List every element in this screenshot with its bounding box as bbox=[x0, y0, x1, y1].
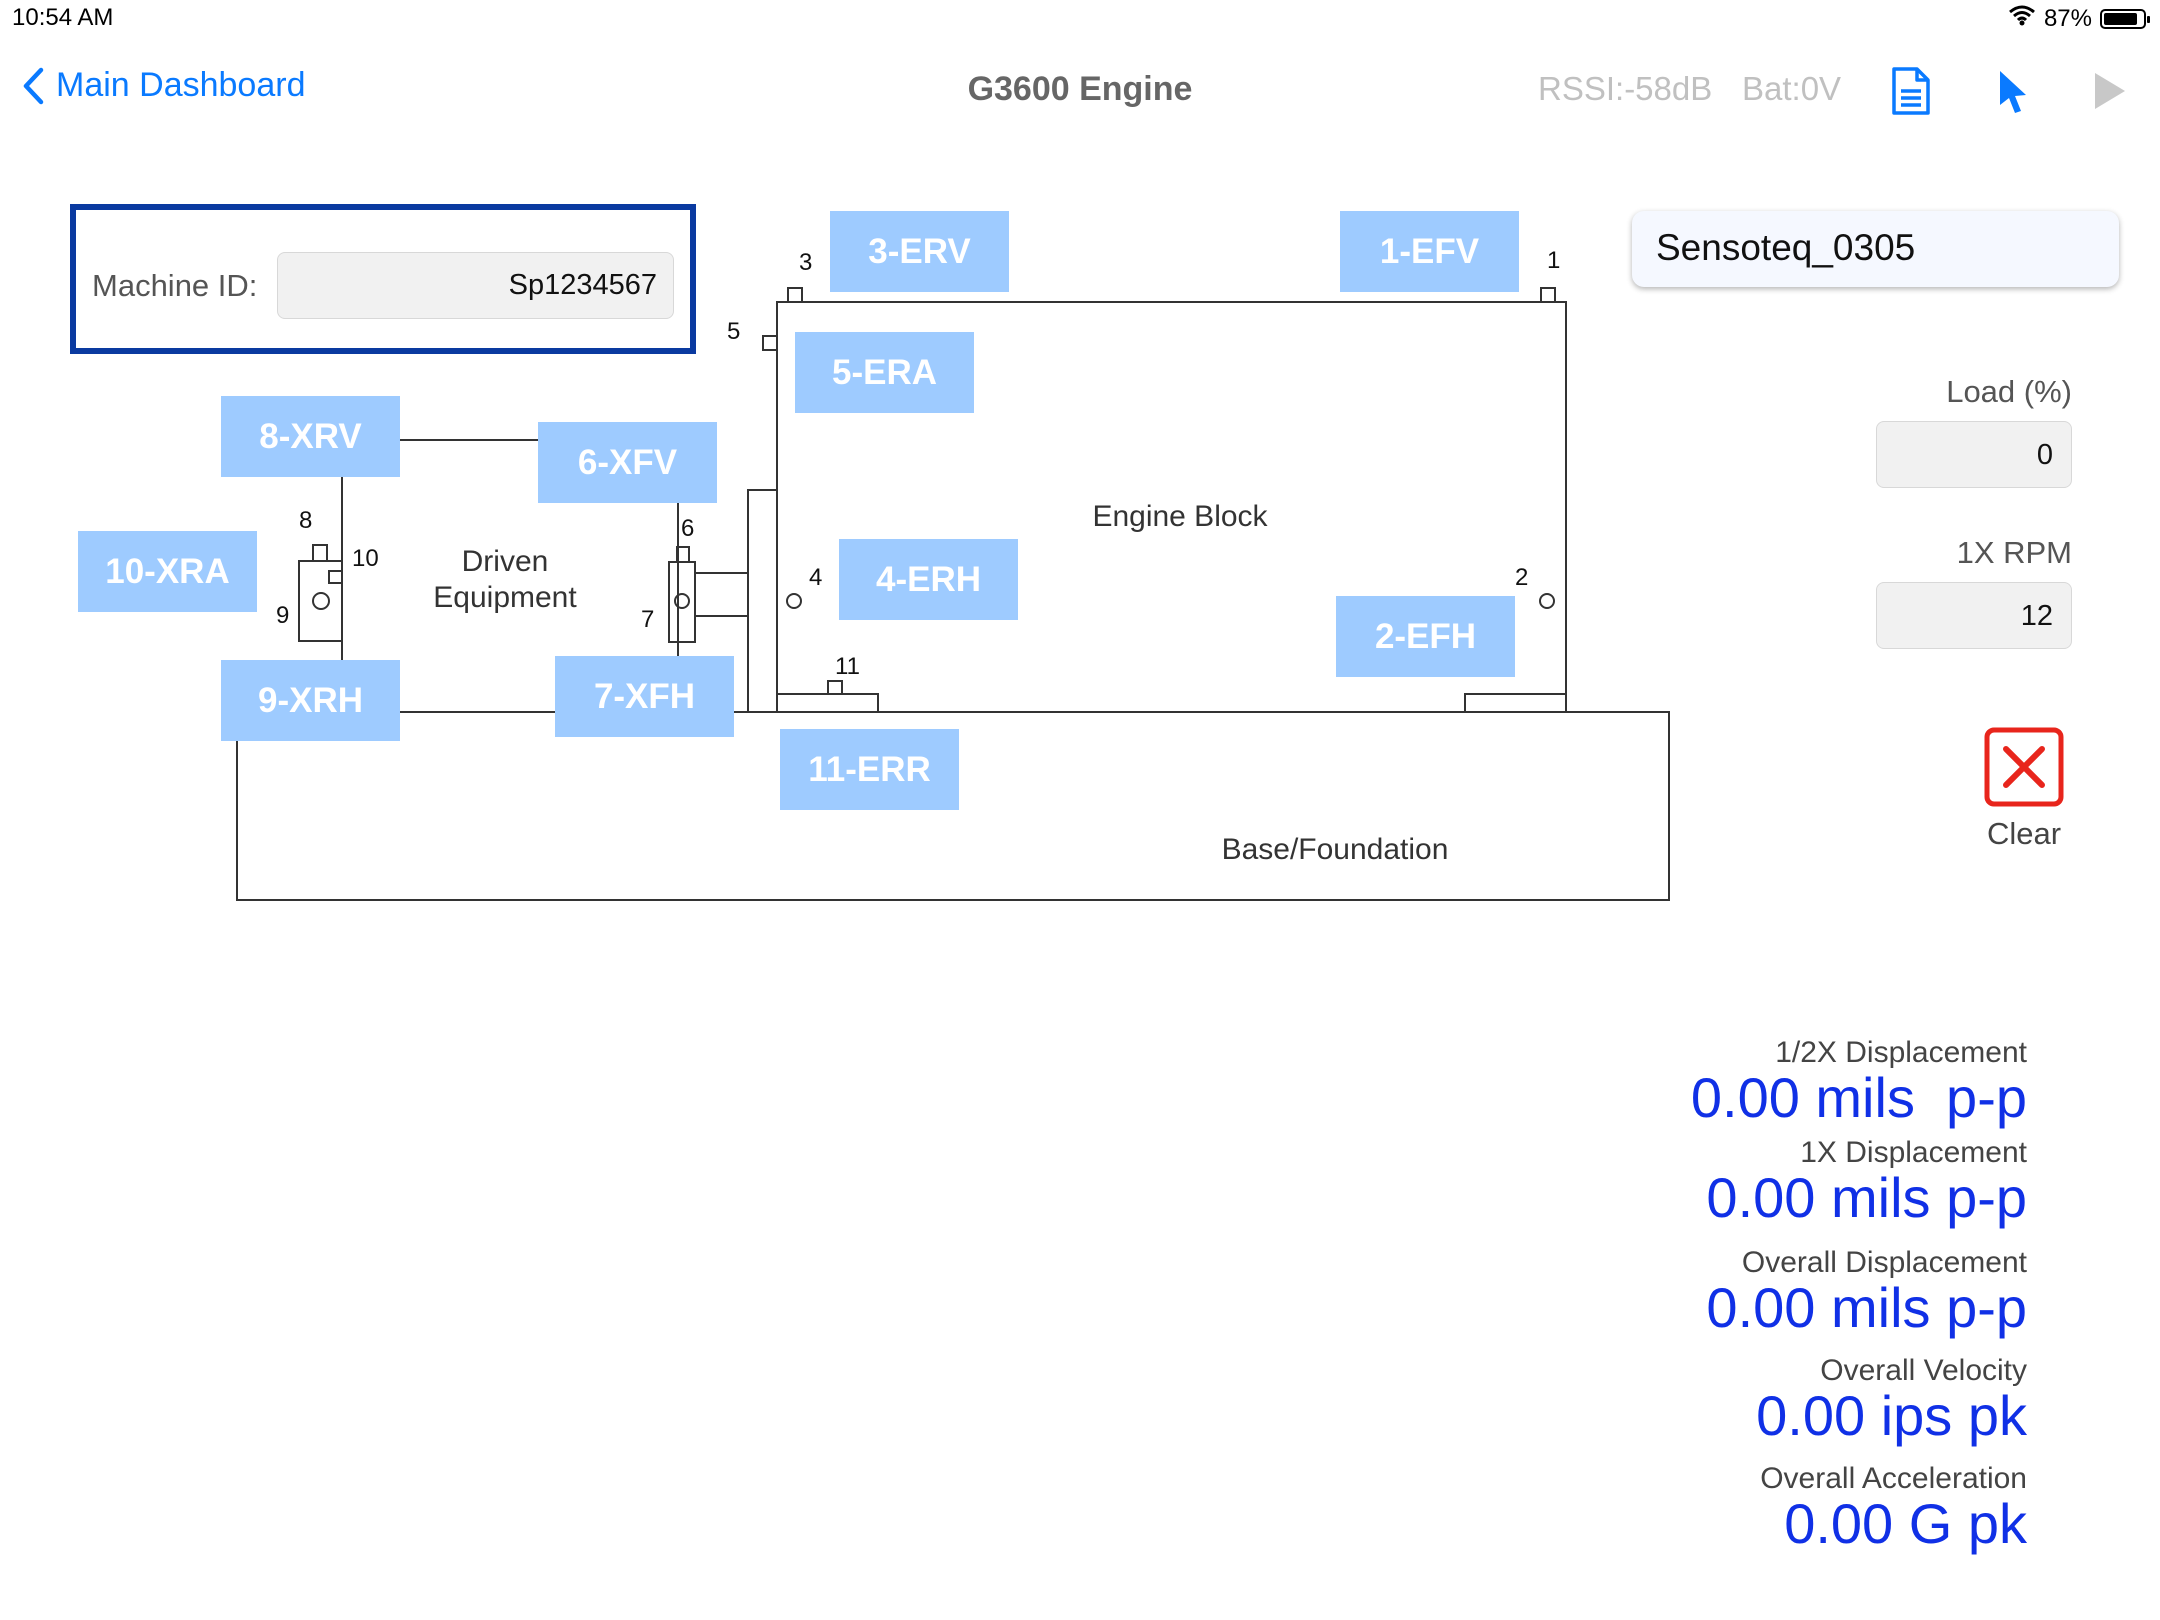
status-time: 10:54 AM bbox=[12, 4, 114, 31]
location-11-err[interactable]: 11-ERR bbox=[780, 729, 959, 810]
wifi-icon bbox=[2008, 4, 2036, 33]
location-1-efv[interactable]: 1-EFV bbox=[1340, 211, 1519, 292]
chevron-left-icon bbox=[23, 67, 44, 104]
load-input[interactable]: 0 bbox=[1876, 421, 2072, 488]
play-button[interactable] bbox=[2092, 70, 2128, 117]
document-icon bbox=[1892, 67, 1930, 115]
point-number-11: 11 bbox=[835, 653, 860, 680]
point-number-8: 8 bbox=[299, 507, 313, 534]
location-5-era[interactable]: 5-ERA bbox=[795, 332, 974, 413]
location-9-xrh[interactable]: 9-XRH bbox=[221, 660, 400, 741]
battery-percent: 87% bbox=[2043, 4, 2092, 32]
driven-equipment-label-line1: Driven bbox=[461, 545, 549, 578]
page-title: G3600 Engine bbox=[967, 70, 1193, 108]
sensor-battery-readout: Bat:0V bbox=[1742, 70, 1842, 107]
metric-value-overall-displacement: 0.00 mils p-p bbox=[1706, 1276, 2027, 1339]
report-button[interactable] bbox=[1890, 66, 1932, 121]
engine-block-label: Engine Block bbox=[1092, 500, 1268, 533]
machine-id-label: Machine ID: bbox=[92, 268, 258, 303]
select-mode-button[interactable] bbox=[1996, 68, 2030, 121]
point-number-7: 7 bbox=[641, 606, 655, 633]
back-label: Main Dashboard bbox=[56, 66, 306, 104]
driven-equipment-label-line2: Equipment bbox=[433, 581, 577, 614]
metric-value-1x-displacement: 0.00 mils p-p bbox=[1706, 1166, 2027, 1229]
point-number-2: 2 bbox=[1515, 564, 1529, 591]
close-icon bbox=[1984, 727, 2064, 807]
machine-id-field[interactable]: Sp1234567 bbox=[277, 252, 674, 319]
clear-label: Clear bbox=[1986, 816, 2062, 851]
rssi-readout: RSSI:-58dB bbox=[1538, 70, 1713, 107]
rpm-label: 1X RPM bbox=[1956, 535, 2072, 570]
location-8-xrv[interactable]: 8-XRV bbox=[221, 396, 400, 477]
play-icon bbox=[2095, 73, 2125, 109]
point-number-3: 3 bbox=[799, 249, 813, 276]
location-6-xfv[interactable]: 6-XFV bbox=[538, 422, 717, 503]
metric-label-overall-velocity: Overall Velocity bbox=[1820, 1354, 2027, 1387]
metric-label-1x-displacement: 1X Displacement bbox=[1800, 1136, 2027, 1169]
point-number-1: 1 bbox=[1547, 247, 1561, 274]
rpm-input[interactable]: 12 bbox=[1876, 582, 2072, 649]
battery-icon bbox=[2100, 8, 2150, 29]
metric-value-overall-velocity: 0.00 ips pk bbox=[1756, 1384, 2027, 1447]
load-label: Load (%) bbox=[1946, 374, 2072, 409]
point-number-5: 5 bbox=[727, 318, 741, 345]
metric-value-overall-acceleration: 0.00 G pk bbox=[1784, 1492, 2027, 1555]
pointer-icon bbox=[2000, 71, 2026, 113]
metric-value-half-x-displacement: 0.00 mils p-p bbox=[1690, 1066, 2027, 1129]
metric-label-half-x-displacement: 1/2X Displacement bbox=[1775, 1036, 2027, 1069]
point-number-4: 4 bbox=[809, 564, 823, 591]
location-7-xfh[interactable]: 7-XFH bbox=[555, 656, 734, 737]
location-4-erh[interactable]: 4-ERH bbox=[839, 539, 1018, 620]
metric-label-overall-displacement: Overall Displacement bbox=[1741, 1246, 2027, 1279]
point-number-9: 9 bbox=[276, 602, 290, 629]
machine-id-panel: Machine ID: Sp1234567 bbox=[70, 204, 696, 354]
location-2-efh[interactable]: 2-EFH bbox=[1336, 596, 1515, 677]
point-number-10: 10 bbox=[352, 545, 379, 572]
location-10-xra[interactable]: 10-XRA bbox=[78, 531, 257, 612]
back-button[interactable]: Main Dashboard bbox=[22, 66, 305, 105]
base-foundation-label: Base/Foundation bbox=[1221, 833, 1449, 866]
point-number-6: 6 bbox=[681, 515, 695, 542]
sensor-selector[interactable]: Sensoteq_0305 bbox=[1632, 211, 2119, 287]
location-3-erv[interactable]: 3-ERV bbox=[830, 211, 1009, 292]
clear-button[interactable] bbox=[1984, 727, 2064, 807]
metric-label-overall-acceleration: Overall Acceleration bbox=[1760, 1462, 2027, 1495]
status-indicators: 87% bbox=[2008, 4, 2150, 33]
